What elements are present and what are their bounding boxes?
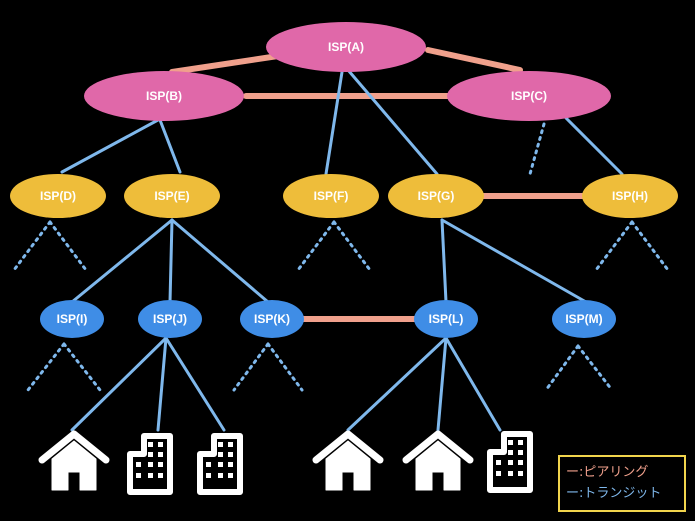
svg-text:ISP(D): ISP(D) (40, 189, 76, 203)
svg-text:ISP(E): ISP(E) (154, 189, 189, 203)
transit-link-e-i (70, 218, 174, 304)
transit-link-j-building1 (156, 336, 168, 432)
dotted-link (266, 342, 304, 392)
transit-link-g-m (440, 218, 588, 304)
dotted-link (296, 220, 336, 272)
peering-links (169, 47, 593, 322)
dotted-link (544, 344, 580, 392)
transit-link-l-house1 (346, 336, 448, 432)
dotted-link (528, 122, 546, 176)
dotted-link (232, 342, 270, 392)
node-isp-d[interactable]: ISP(D) (10, 174, 106, 218)
dotted-link (576, 344, 614, 392)
node-isp-e[interactable]: ISP(E) (124, 174, 220, 218)
svg-text:ISP(F): ISP(F) (314, 189, 349, 203)
node-isp-f[interactable]: ISP(F) (283, 174, 379, 218)
dotted-link (62, 342, 102, 392)
svg-text:ISP(A): ISP(A) (328, 40, 364, 54)
svg-text:ISP(L): ISP(L) (429, 312, 464, 326)
node-isp-m[interactable]: ISP(M) (552, 300, 616, 338)
dotted-link (48, 220, 88, 272)
house-icon (38, 430, 110, 491)
legend: ー:ピアリング ー:トランジット (558, 455, 686, 512)
node-isp-c[interactable]: ISP(C) (447, 71, 611, 121)
svg-text:ISP(B): ISP(B) (146, 89, 182, 103)
node-isp-b[interactable]: ISP(B) (84, 71, 244, 121)
building-icon (127, 433, 173, 495)
transit-link-b-d (60, 118, 160, 174)
transit-link-b-e (158, 118, 182, 174)
node-isp-i[interactable]: ISP(I) (40, 300, 104, 338)
node-isp-g[interactable]: ISP(G) (388, 174, 484, 218)
transit-link-e-k (170, 218, 270, 304)
transit-links (60, 68, 624, 432)
house-icon (402, 430, 474, 491)
transit-link-l-house2 (436, 336, 448, 432)
transit-link-j-building2 (164, 336, 226, 432)
transit-link-e-j (168, 218, 174, 304)
house-icon (312, 430, 384, 491)
transit-link-c-h (564, 116, 624, 176)
transit-link-a-g (346, 68, 439, 176)
dotted-transit-links (12, 122, 670, 392)
peering-link-a-c (425, 47, 523, 73)
dotted-link (594, 220, 634, 272)
node-isp-h[interactable]: ISP(H) (582, 174, 678, 218)
svg-text:ISP(M): ISP(M) (565, 312, 602, 326)
transit-link-g-l (440, 218, 448, 304)
node-isp-l[interactable]: ISP(L) (414, 300, 478, 338)
dotted-link (26, 342, 66, 392)
svg-text:ISP(C): ISP(C) (511, 89, 547, 103)
dotted-link (630, 220, 670, 272)
svg-text:ISP(J): ISP(J) (153, 312, 187, 326)
svg-text:ISP(K): ISP(K) (254, 312, 290, 326)
transit-link-l-building (444, 336, 502, 432)
node-isp-j[interactable]: ISP(J) (138, 300, 202, 338)
transit-link-j-house (70, 336, 168, 432)
legend-transit: ー:トランジット (566, 486, 662, 501)
building-icon (487, 431, 533, 493)
transit-link-a-f (324, 70, 344, 176)
node-isp-a[interactable]: ISP(A) (266, 22, 426, 72)
svg-text:ISP(H): ISP(H) (612, 189, 648, 203)
dotted-link (332, 220, 372, 272)
svg-text:ISP(G): ISP(G) (418, 189, 455, 203)
peering-link-a-b (169, 53, 281, 75)
svg-text:ISP(I): ISP(I) (57, 312, 88, 326)
node-isp-k[interactable]: ISP(K) (240, 300, 304, 338)
legend-peering: ー:ピアリング (566, 465, 649, 480)
building-icon (197, 433, 243, 495)
dotted-link (12, 220, 52, 272)
